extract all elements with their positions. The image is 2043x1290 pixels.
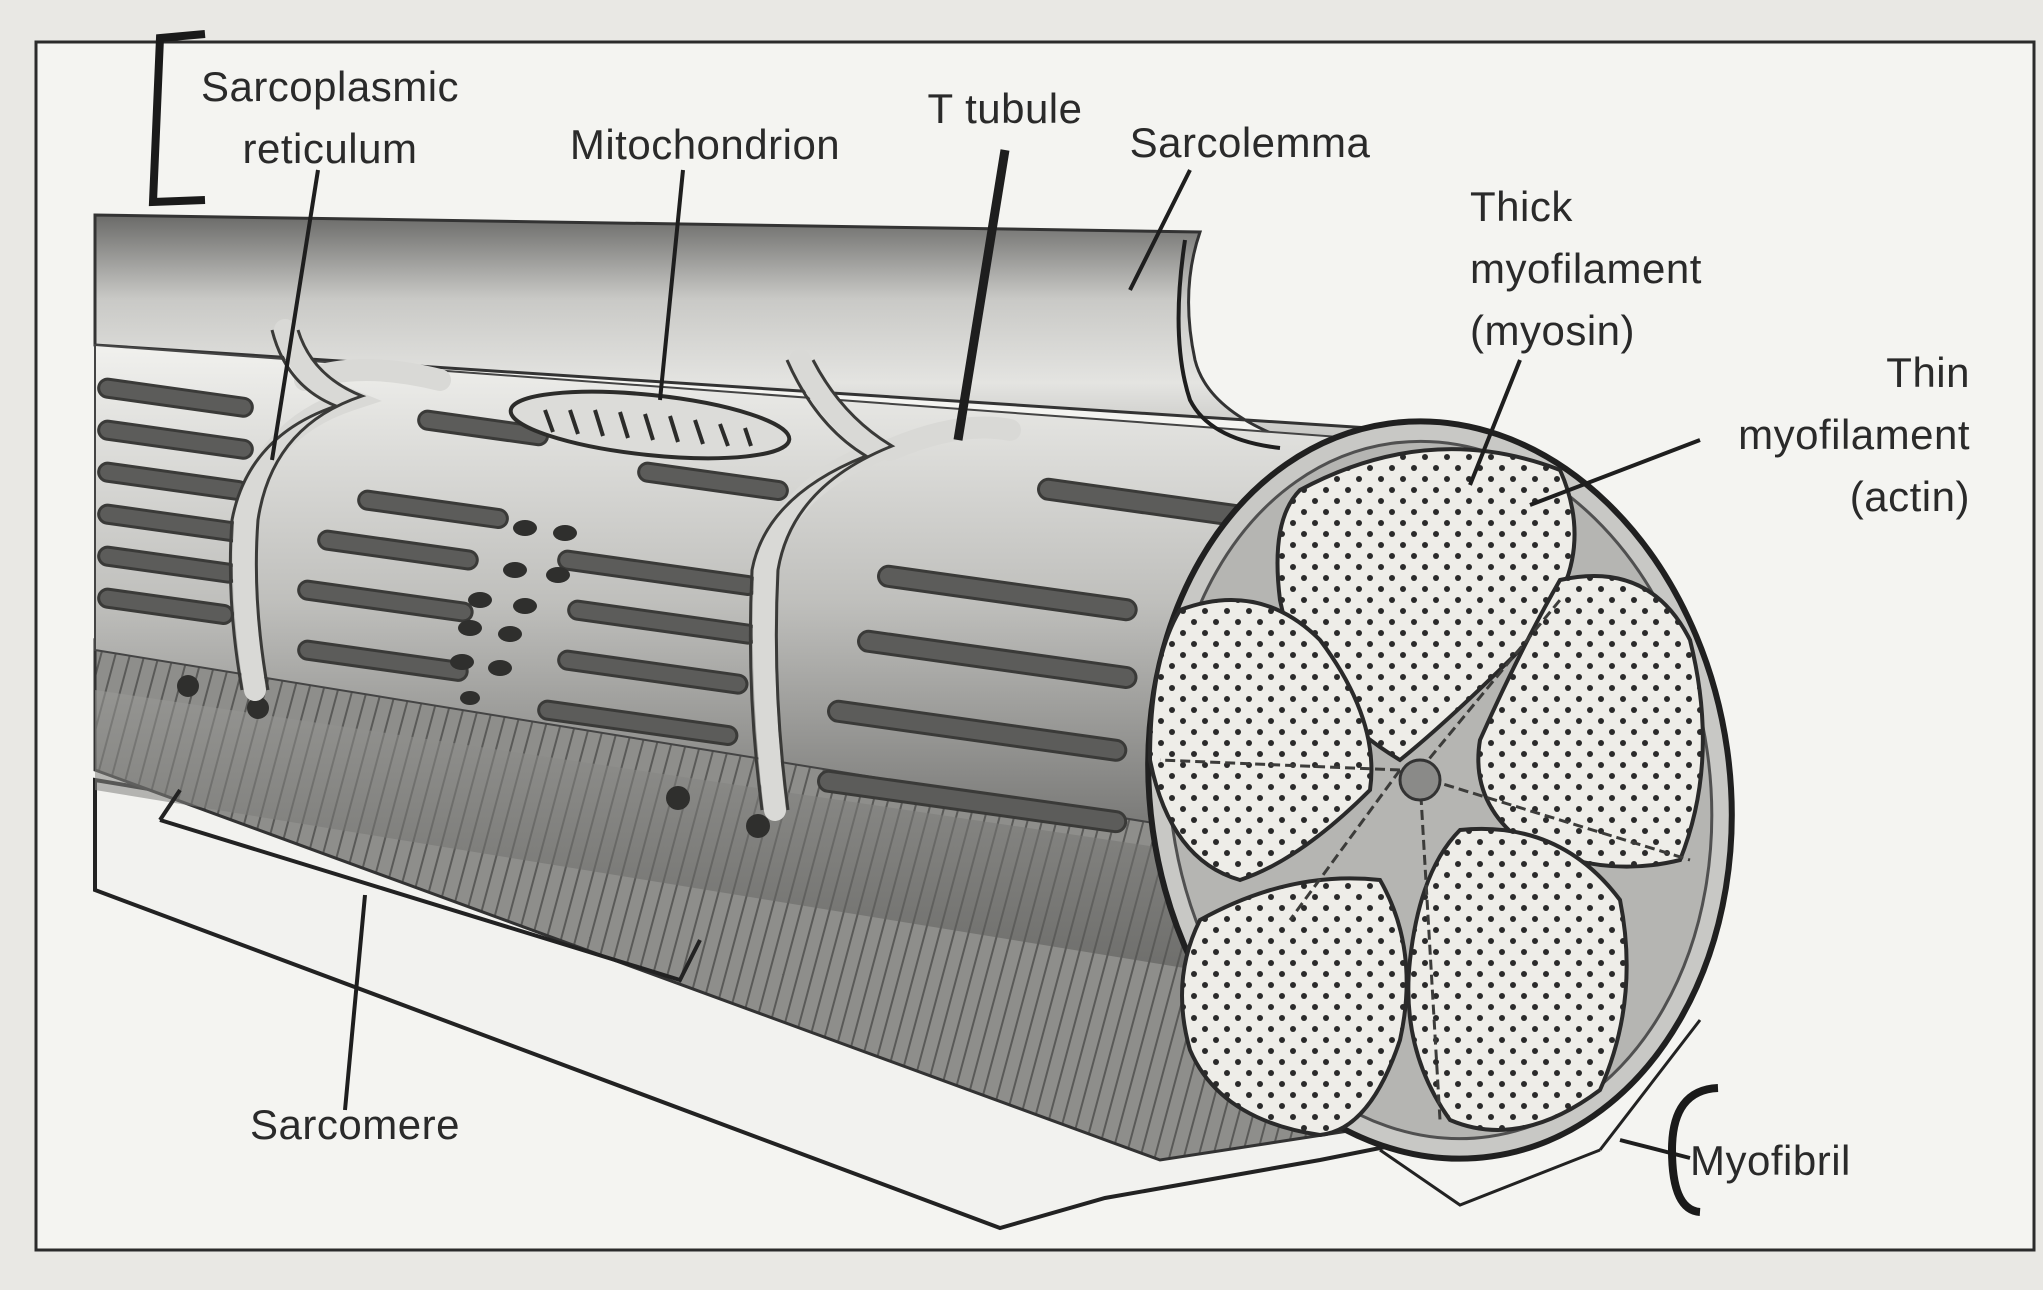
mitochondrion-shape (508, 389, 792, 461)
leader-lines (270, 149, 1701, 1160)
label-thin-myofilament: Thin myofilament (actin) (1690, 342, 1970, 528)
label-line: (myosin) (1470, 307, 1636, 354)
label-line: reticulum (242, 125, 418, 172)
leader-t-tubule (953, 149, 1010, 441)
label-line: Sarcoplasmic (200, 63, 460, 110)
sarcolemma-fold (1176, 239, 1281, 450)
leader-sarcoplasmic-reticulum (270, 169, 320, 461)
label-t-tubule: T tubule (927, 85, 1083, 132)
cross-section (1145, 418, 1735, 1162)
leader-myofibril (1619, 1138, 1691, 1160)
label-myofibril: Myofibril (1690, 1137, 1851, 1184)
leader-sarcolemma (1128, 169, 1192, 291)
label-sarcolemma: Sarcolemma (1129, 119, 1371, 166)
leader-sarcomere (343, 894, 367, 1111)
label-sarcoplasmic-reticulum: Sarcoplasmic reticulum (180, 56, 480, 180)
label-line: Thin (1886, 349, 1970, 396)
leader-mitochondrion (658, 169, 685, 401)
label-line: myofilament (1470, 245, 1702, 292)
label-line: Thick (1470, 183, 1573, 230)
leader-thick-myofilament (1468, 359, 1522, 486)
label-line: (actin) (1849, 473, 1970, 520)
label-thick-myofilament: Thick myofilament (myosin) (1470, 176, 1770, 362)
bracket-myofibril (1667, 1084, 1719, 1216)
label-sarcomere: Sarcomere (250, 1101, 460, 1148)
label-mitochondrion: Mitochondrion (569, 121, 841, 168)
label-line: myofilament (1738, 411, 1970, 458)
bracket-sarcoplasmic-reticulum (148, 30, 206, 207)
leader-thin-myofilament (1529, 438, 1701, 507)
